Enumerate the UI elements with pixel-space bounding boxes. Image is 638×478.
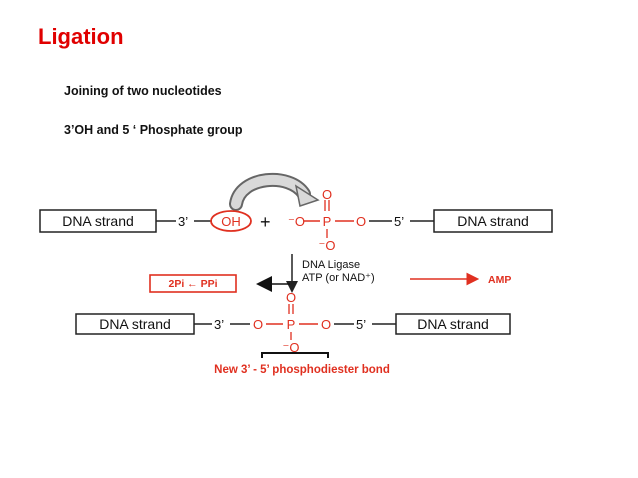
bond-bracket (261, 352, 329, 358)
bridge-top-oxygen: O (286, 290, 296, 305)
pyrophosphate-box (149, 274, 237, 293)
amp-label: AMP (488, 274, 511, 286)
pyrophosphate-label: 2Pi ← PPi (168, 278, 217, 290)
bottom-three-prime: 3’ (214, 317, 224, 332)
bottom-five-prime: 5’ (356, 317, 366, 332)
bridge-left-oxygen: O (253, 317, 263, 332)
bullet-groups: 3’OH and 5 ‘ Phosphate group (64, 123, 243, 137)
top-three-prime: 3’ (178, 214, 188, 229)
pyrophosphate-arrow-head (256, 276, 272, 292)
bottom-right-dna-box (395, 313, 511, 335)
hydroxyl-group: OH (221, 214, 241, 229)
bottom-left-dna-label: DNA strand (99, 316, 171, 332)
cofactor-label: ATP (or NAD⁺) (302, 272, 375, 284)
phosphate-bottom-oxygen: ⁻O (319, 238, 336, 253)
enzyme-label: DNA Ligase (302, 259, 360, 271)
top-right-dna-box (433, 209, 553, 233)
plus-sign: + (260, 212, 271, 232)
phosphate-top-oxygen: O (322, 187, 332, 202)
oh-highlight-circle (210, 210, 252, 232)
bond-label: New 3’ - 5’ phosphodiester bond (214, 364, 390, 376)
top-right-dna-label: DNA strand (457, 213, 529, 229)
bridge-bottom-oxygen: ⁻O (283, 340, 300, 355)
phosphate-phosphorus: P (323, 214, 332, 229)
curved-attack-arrow (229, 172, 320, 211)
bottom-right-dna-label: DNA strand (417, 316, 489, 332)
bridge-phosphorus: P (287, 317, 296, 332)
phosphate-left-oxygen: ⁻O (288, 214, 305, 229)
bullet-joining: Joining of two nucleotides (64, 84, 222, 98)
top-five-prime: 5’ (394, 214, 404, 229)
bridge-right-oxygen: O (321, 317, 331, 332)
phosphate-right-oxygen: O (356, 214, 366, 229)
slide-title: Ligation (38, 24, 124, 49)
top-left-dna-label: DNA strand (62, 213, 134, 229)
